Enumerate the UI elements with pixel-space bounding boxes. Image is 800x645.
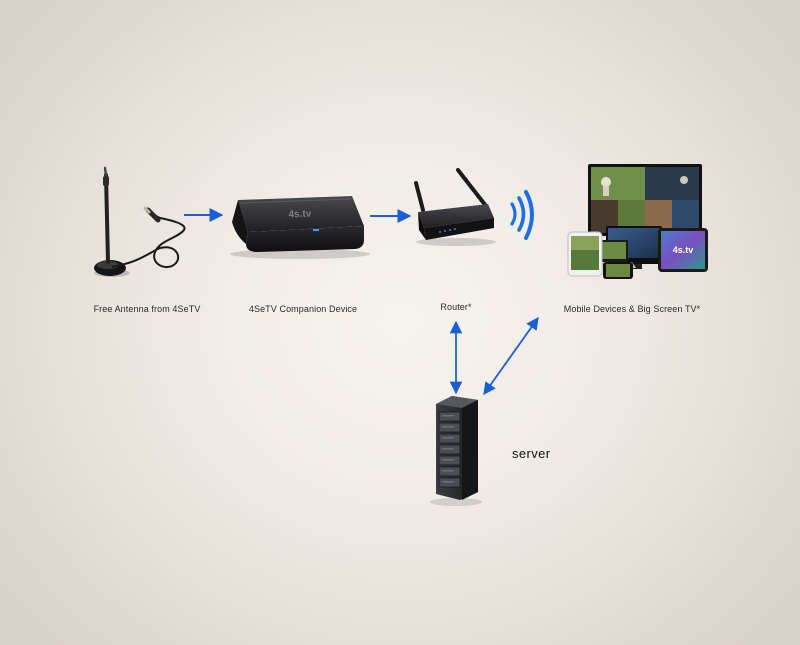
companion-device-icon: 4s.tv bbox=[230, 196, 370, 259]
server-icon bbox=[430, 396, 482, 506]
mobile-devices-label: Mobile Devices & Big Screen TV* bbox=[563, 304, 701, 314]
router-icon bbox=[414, 168, 496, 246]
tablet-logo-text: 4s.tv bbox=[673, 245, 694, 255]
arrow-server-devices bbox=[483, 316, 539, 396]
companion-logo-text: 4s.tv bbox=[288, 209, 312, 221]
companion-device-label: 4SeTV Companion Device bbox=[248, 304, 358, 314]
wifi-signal-icon bbox=[510, 190, 534, 240]
devices-icon: 4s.tv bbox=[567, 164, 708, 279]
antenna-label: Free Antenna from 4SeTV bbox=[93, 304, 201, 314]
server-label: server bbox=[512, 446, 551, 461]
router-label: Router* bbox=[440, 302, 472, 312]
antenna-icon bbox=[94, 166, 186, 277]
